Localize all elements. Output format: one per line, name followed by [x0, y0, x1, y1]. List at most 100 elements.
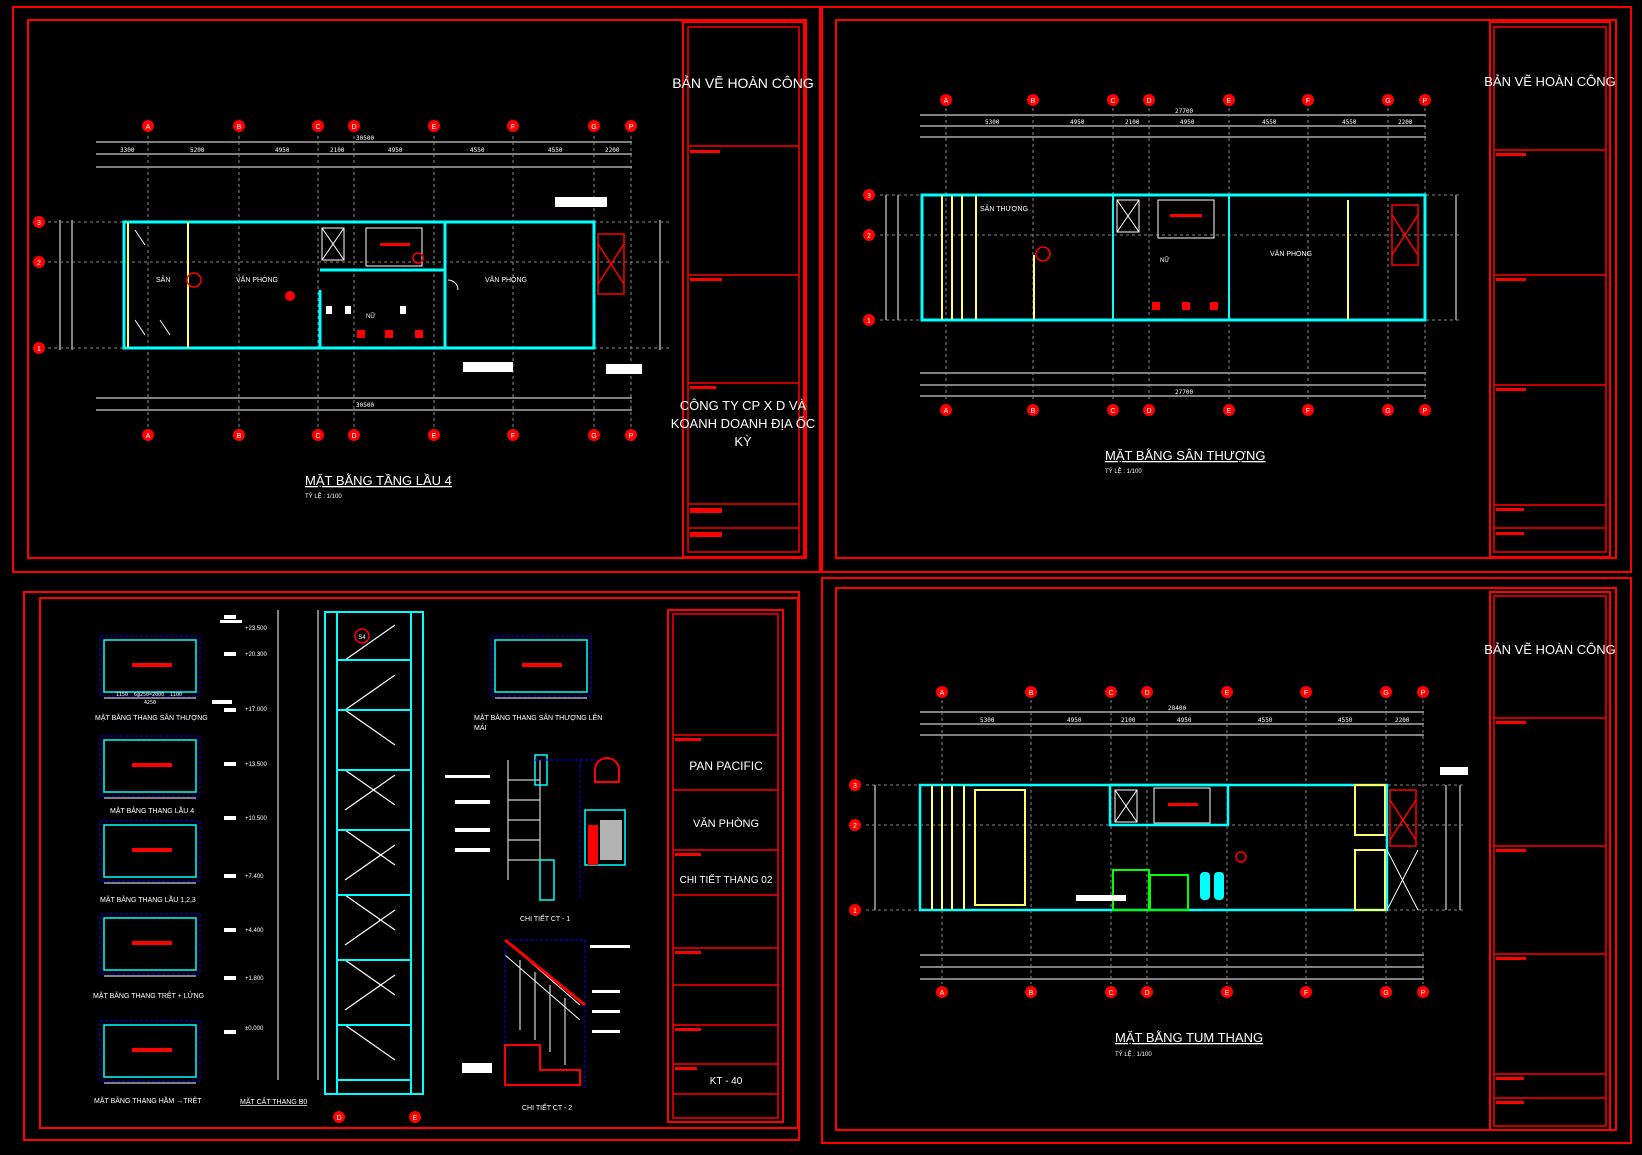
frame-top-right [821, 6, 1632, 573]
frame-bottom-right-inner [835, 587, 1617, 1131]
svg-text:3: 3 [37, 220, 41, 227]
svg-text:A: A [944, 408, 949, 415]
svg-text:B: B [1029, 990, 1034, 997]
grid-bubbles-top-3: A B C D E F G P [936, 686, 1429, 698]
svg-text:P: P [1423, 98, 1428, 105]
svg-text:4550: 4550 [470, 147, 485, 154]
dimension-text-2: 27700 27700 5300 4950 2100 4950 4550 455… [985, 108, 1413, 396]
stair-plan-outlines [99, 635, 201, 1082]
stair-flights [344, 624, 396, 1061]
grid-bubbles-top: A B C D E F G P [142, 120, 637, 132]
svg-text:E: E [432, 433, 437, 440]
tank-cylinders [1200, 872, 1224, 900]
svg-text:30500: 30500 [356, 135, 374, 142]
svg-text:G: G [591, 124, 596, 131]
toilet-fixtures-white [326, 306, 406, 314]
title-block-3: BẢN VẼ HOÀN CÔNG [1484, 591, 1616, 1131]
stair-plan-list [103, 639, 197, 1078]
svg-text:4950: 4950 [1070, 119, 1085, 126]
stair-plan-title-3: MẶT BẰNG THANG LẦU 1,2,3 [100, 894, 196, 904]
detail-ct-2: CHI TIẾT CT - 2 [462, 938, 630, 1112]
stair-plan-title-5: MẶT BẰNG THANG HẦM →TRỆT [94, 1095, 202, 1105]
plan-level-4: A B C D E F G P A B C D E F G P 3 2 1 [33, 120, 670, 500]
section-axis-e: E [413, 1115, 418, 1122]
svg-text:1: 1 [867, 318, 871, 325]
core-3 [1114, 787, 1419, 911]
room-label-toilet-2: NỮ [1160, 257, 1169, 264]
core-2 [1116, 199, 1215, 239]
drawing-title-1: MẶT BẰNG TẦNG LẦU 4 [305, 473, 452, 488]
scale-1: TỶ LỆ : 1/100 [305, 492, 342, 500]
svg-text:2100: 2100 [1125, 119, 1140, 126]
dim-1100-a: 1100 [170, 692, 182, 698]
svg-text:4950: 4950 [1177, 717, 1192, 724]
svg-text:C: C [1110, 98, 1115, 105]
svg-text:G: G [1383, 690, 1388, 697]
company-name-line-3: KỲ [734, 434, 752, 449]
grid-bubbles-bottom-2: A B C D E F G P [940, 404, 1431, 416]
grid-bubbles-bottom-3: A B C D E F G P [936, 986, 1429, 998]
svg-text:B: B [1031, 98, 1036, 105]
title-block-header-3: BẢN VẼ HOÀN CÔNG [1484, 642, 1615, 657]
fire-stair [597, 233, 625, 295]
detail-2-title: CHI TIẾT CT - 2 [522, 1102, 572, 1112]
svg-text:2: 2 [867, 233, 871, 240]
svg-text:4550: 4550 [1262, 119, 1277, 126]
level-5: +10.500 [245, 816, 268, 822]
level-markers: +23.500 +20.300 +17.000 +13.500 +10.500 … [212, 615, 268, 1034]
grid-bubbles-left-3: 3 2 1 [849, 779, 861, 916]
stair-plan-titles: MẶT BẰNG THANG SÂN THƯỢNG MẶT BẰNG THANG… [93, 713, 208, 1105]
svg-text:B: B [237, 433, 242, 440]
svg-text:2: 2 [853, 823, 857, 830]
dimension-lines-2 [880, 108, 1460, 402]
svg-text:4550: 4550 [1342, 119, 1357, 126]
frame-bottom-left-inner [39, 597, 799, 1129]
grid-bubbles-top-2: A B C D E F G P [940, 94, 1431, 106]
svg-text:P: P [1423, 408, 1428, 415]
stair-plan-title-4: MẶT BẰNG THANG TRỆT + LỬNG [93, 991, 204, 1000]
stair-plan-treads [132, 663, 172, 1052]
doors [134, 229, 459, 336]
svg-text:4950: 4950 [275, 147, 290, 154]
toilet-fixtures [357, 330, 423, 338]
level-9: ±0.000 [245, 1026, 264, 1032]
stair-plan-title-1: MẶT BẰNG THANG SÂN THƯỢNG [95, 713, 208, 722]
plan-roof-terrace: A B C D E F G P A B C D E F G P 3 2 1 [863, 94, 1460, 475]
level-7: +4.400 [245, 928, 264, 934]
company-name-line-2: KOANH DOANH ĐỊA ỐC [671, 416, 815, 431]
title-block-4: PAN PACIFIC VĂN PHÒNG CHI TIẾT THANG 02 … [667, 609, 784, 1123]
svg-text:30500: 30500 [356, 402, 374, 409]
section-title: MẶT CẮT THANG B0 [240, 1097, 307, 1106]
scale-2: TỶ LỆ : 1/100 [1105, 467, 1142, 475]
title-block-1: BẢN VẼ HOÀN CÔNG CÔNG TY CP X D VÀ KOANH… [671, 21, 815, 558]
dimension-text-top: 3300 5200 4950 2100 4950 4550 4550 2200 … [120, 135, 620, 409]
svg-text:C: C [315, 124, 320, 131]
grid-bubbles-bottom: A B C D E F G P [142, 429, 637, 441]
grid-bubbles-left: 3 2 1 [33, 216, 45, 354]
svg-text:P: P [629, 433, 634, 440]
drawing-title-3: MẶT BẰNG TUM THANG [1115, 1030, 1263, 1045]
frame-top-left [12, 6, 821, 573]
detail-ct-1: CHI TIẾT CT - 1 [445, 754, 626, 923]
svg-text:B: B [237, 124, 242, 131]
svg-text:E: E [1225, 990, 1230, 997]
svg-text:4950: 4950 [1067, 717, 1082, 724]
walls [122, 220, 596, 350]
svg-text:27700: 27700 [1175, 389, 1193, 396]
svg-text:E: E [1225, 690, 1230, 697]
svg-text:A: A [944, 98, 949, 105]
svg-text:4950: 4950 [1180, 119, 1195, 126]
svg-text:E: E [432, 124, 437, 131]
company-name-line-1: CÔNG TY CP X D VÀ [680, 398, 807, 413]
svg-text:E: E [1227, 408, 1232, 415]
svg-text:2200: 2200 [1398, 119, 1413, 126]
level-2: +20.300 [245, 652, 268, 658]
dimension-lines-3 [866, 700, 1464, 984]
room-label-office-3: VĂN PHÒNG [1270, 249, 1312, 258]
room-label-office-1: VĂN PHÒNG [236, 275, 278, 284]
dim-steps-a: 6@250=2000 [134, 692, 164, 698]
svg-text:5300: 5300 [985, 119, 1000, 126]
level-4: +13.500 [245, 762, 268, 768]
stair-plan-title-2: MẶT BẰNG THANG LẦU 4 [110, 805, 194, 815]
svg-text:F: F [1306, 408, 1310, 415]
